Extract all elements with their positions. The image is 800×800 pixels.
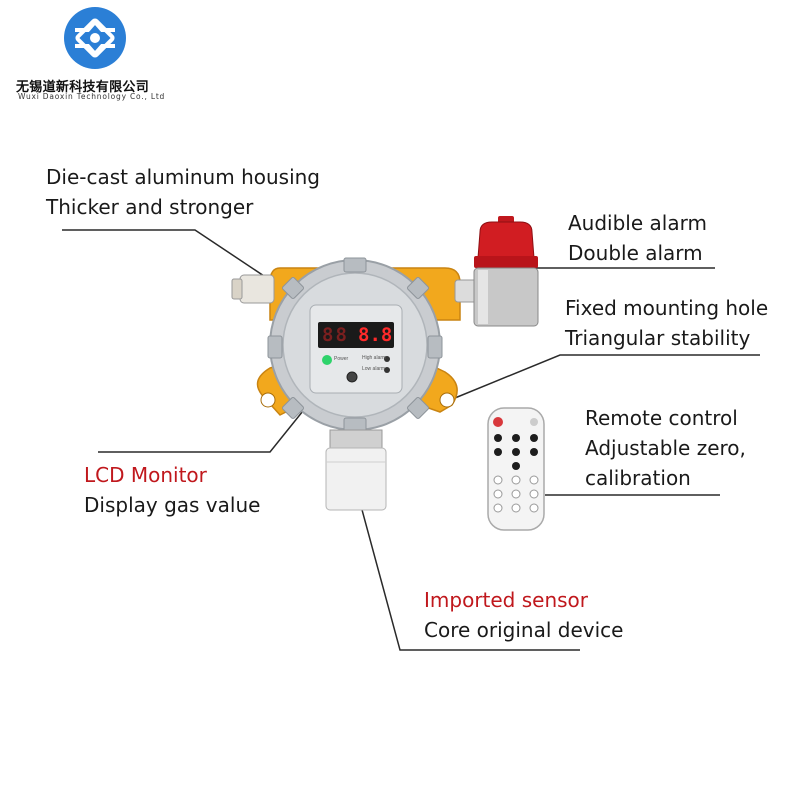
lcd-callout-subtitle: Display gas value — [84, 493, 261, 517]
alarm-callout: Audible alarm Double alarm — [568, 208, 707, 268]
housing-callout: Die-cast aluminum housing Thicker and st… — [46, 162, 320, 222]
remote-control-image — [487, 407, 545, 531]
sensor-leader-line — [357, 494, 580, 651]
alarm-callout-title: Audible alarm — [568, 211, 707, 235]
remote-callout-title: Remote control — [585, 406, 738, 430]
company-name-cn: 无锡道新科技有限公司 — [16, 80, 150, 95]
display-prefix: 88 — [322, 324, 349, 346]
remote-callout: Remote control Adjustable zero, calibrat… — [585, 403, 746, 493]
low-alarm-label: Low alarm — [362, 366, 386, 372]
lcd-callout: LCD Monitor Display gas value — [84, 460, 260, 520]
alarm-callout-subtitle: Double alarm — [568, 241, 703, 265]
lcd-callout-title: LCD Monitor — [84, 463, 207, 487]
sensor-callout: Imported sensor Core original device — [424, 585, 623, 645]
mounting-callout-title: Fixed mounting hole — [565, 296, 769, 320]
power-label: Power — [334, 356, 349, 362]
mounting-callout-subtitle: Triangular stability — [565, 326, 751, 350]
high-alarm-label: High alarm — [362, 355, 387, 361]
sensor-callout-subtitle: Core original device — [424, 618, 624, 642]
display-value: 8.8 — [358, 324, 393, 346]
sensor-callout-title: Imported sensor — [424, 588, 589, 612]
remote-callout-line3: calibration — [585, 466, 691, 490]
housing-callout-title: Die-cast aluminum housing — [46, 165, 321, 189]
company-logo-icon — [64, 7, 126, 69]
alarm-beacon — [473, 216, 539, 327]
housing-callout-subtitle: Thicker and stronger — [46, 195, 254, 219]
remote-callout-line2: Adjustable zero, — [585, 436, 746, 460]
mounting-leader-line — [449, 354, 760, 401]
mounting-callout: Fixed mounting hole Triangular stability — [565, 293, 768, 353]
company-name-en: Wuxi Daoxin Technology Co., Ltd — [18, 92, 166, 101]
gas-detector-device — [231, 257, 478, 511]
